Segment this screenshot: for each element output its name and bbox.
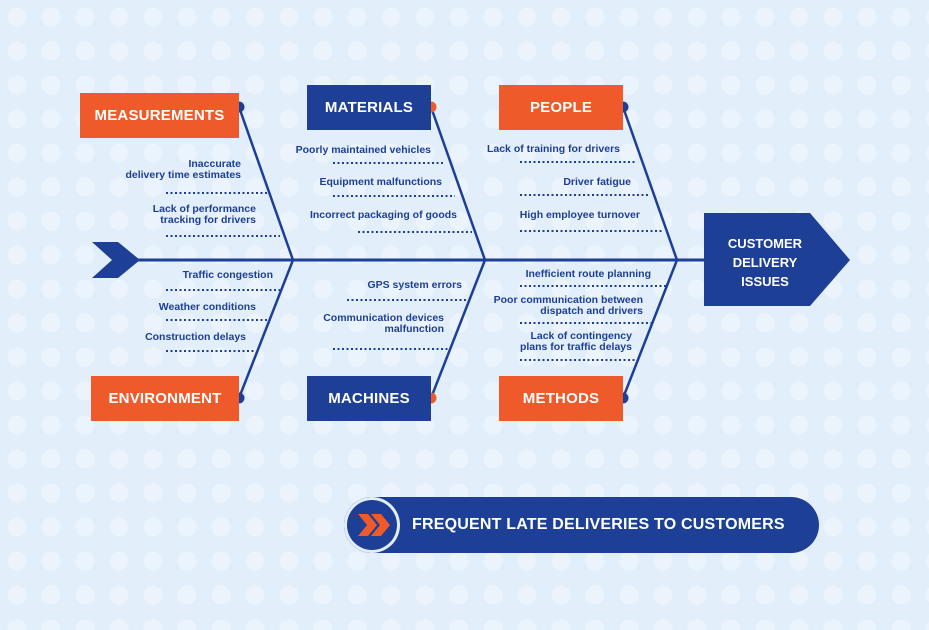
category-environment: ENVIRONMENT (91, 376, 239, 421)
category-machines: MACHINES (307, 376, 431, 421)
cause-underlines (166, 161, 668, 361)
cause-item: Traffic congestion (182, 269, 273, 281)
cause-item: Poorly maintained vehicles (295, 144, 431, 156)
cause-item: Lack of contingency plans for traffic de… (519, 330, 632, 353)
bone-people (621, 106, 679, 261)
bone-environment (237, 259, 295, 399)
cause-item: Inaccurate delivery time estimates (125, 158, 241, 181)
cause-item: Driver fatigue (563, 176, 631, 188)
cause-item: Lack of performance tracking for drivers (152, 203, 256, 226)
cause-item: High employee turnover (519, 209, 640, 221)
category-measurements: MEASUREMENTS (80, 93, 239, 138)
cause-item: Construction delays (145, 331, 246, 343)
category-methods: METHODS (499, 376, 623, 421)
cause-item: Communication devices malfunction (323, 312, 444, 335)
category-materials: MATERIALS (307, 85, 431, 130)
bone-machines (429, 259, 487, 399)
bone-measurements (237, 106, 295, 261)
cause-item: Poor communication between dispatch and … (493, 294, 643, 317)
effect-label: CUSTOMER DELIVERY ISSUES (727, 236, 803, 289)
cause-item: Inefficient route planning (525, 268, 651, 280)
bone-materials (429, 106, 487, 261)
cause-item: Incorrect packaging of goods (309, 209, 457, 221)
banner-icon-circle (344, 497, 400, 553)
bone-methods (621, 259, 679, 399)
effect-arrow (704, 213, 850, 306)
problem-banner: FREQUENT LATE DELIVERIES TO CUSTOMERS (344, 497, 819, 553)
problem-statement: FREQUENT LATE DELIVERIES TO CUSTOMERS (412, 516, 785, 533)
cause-item: Lack of training for drivers (486, 143, 620, 155)
category-people: PEOPLE (499, 85, 623, 130)
cause-item: GPS system errors (367, 279, 462, 291)
cause-item: Equipment malfunctions (319, 176, 442, 188)
double-chevron-icon (358, 514, 390, 536)
cause-item: Weather conditions (158, 301, 256, 313)
